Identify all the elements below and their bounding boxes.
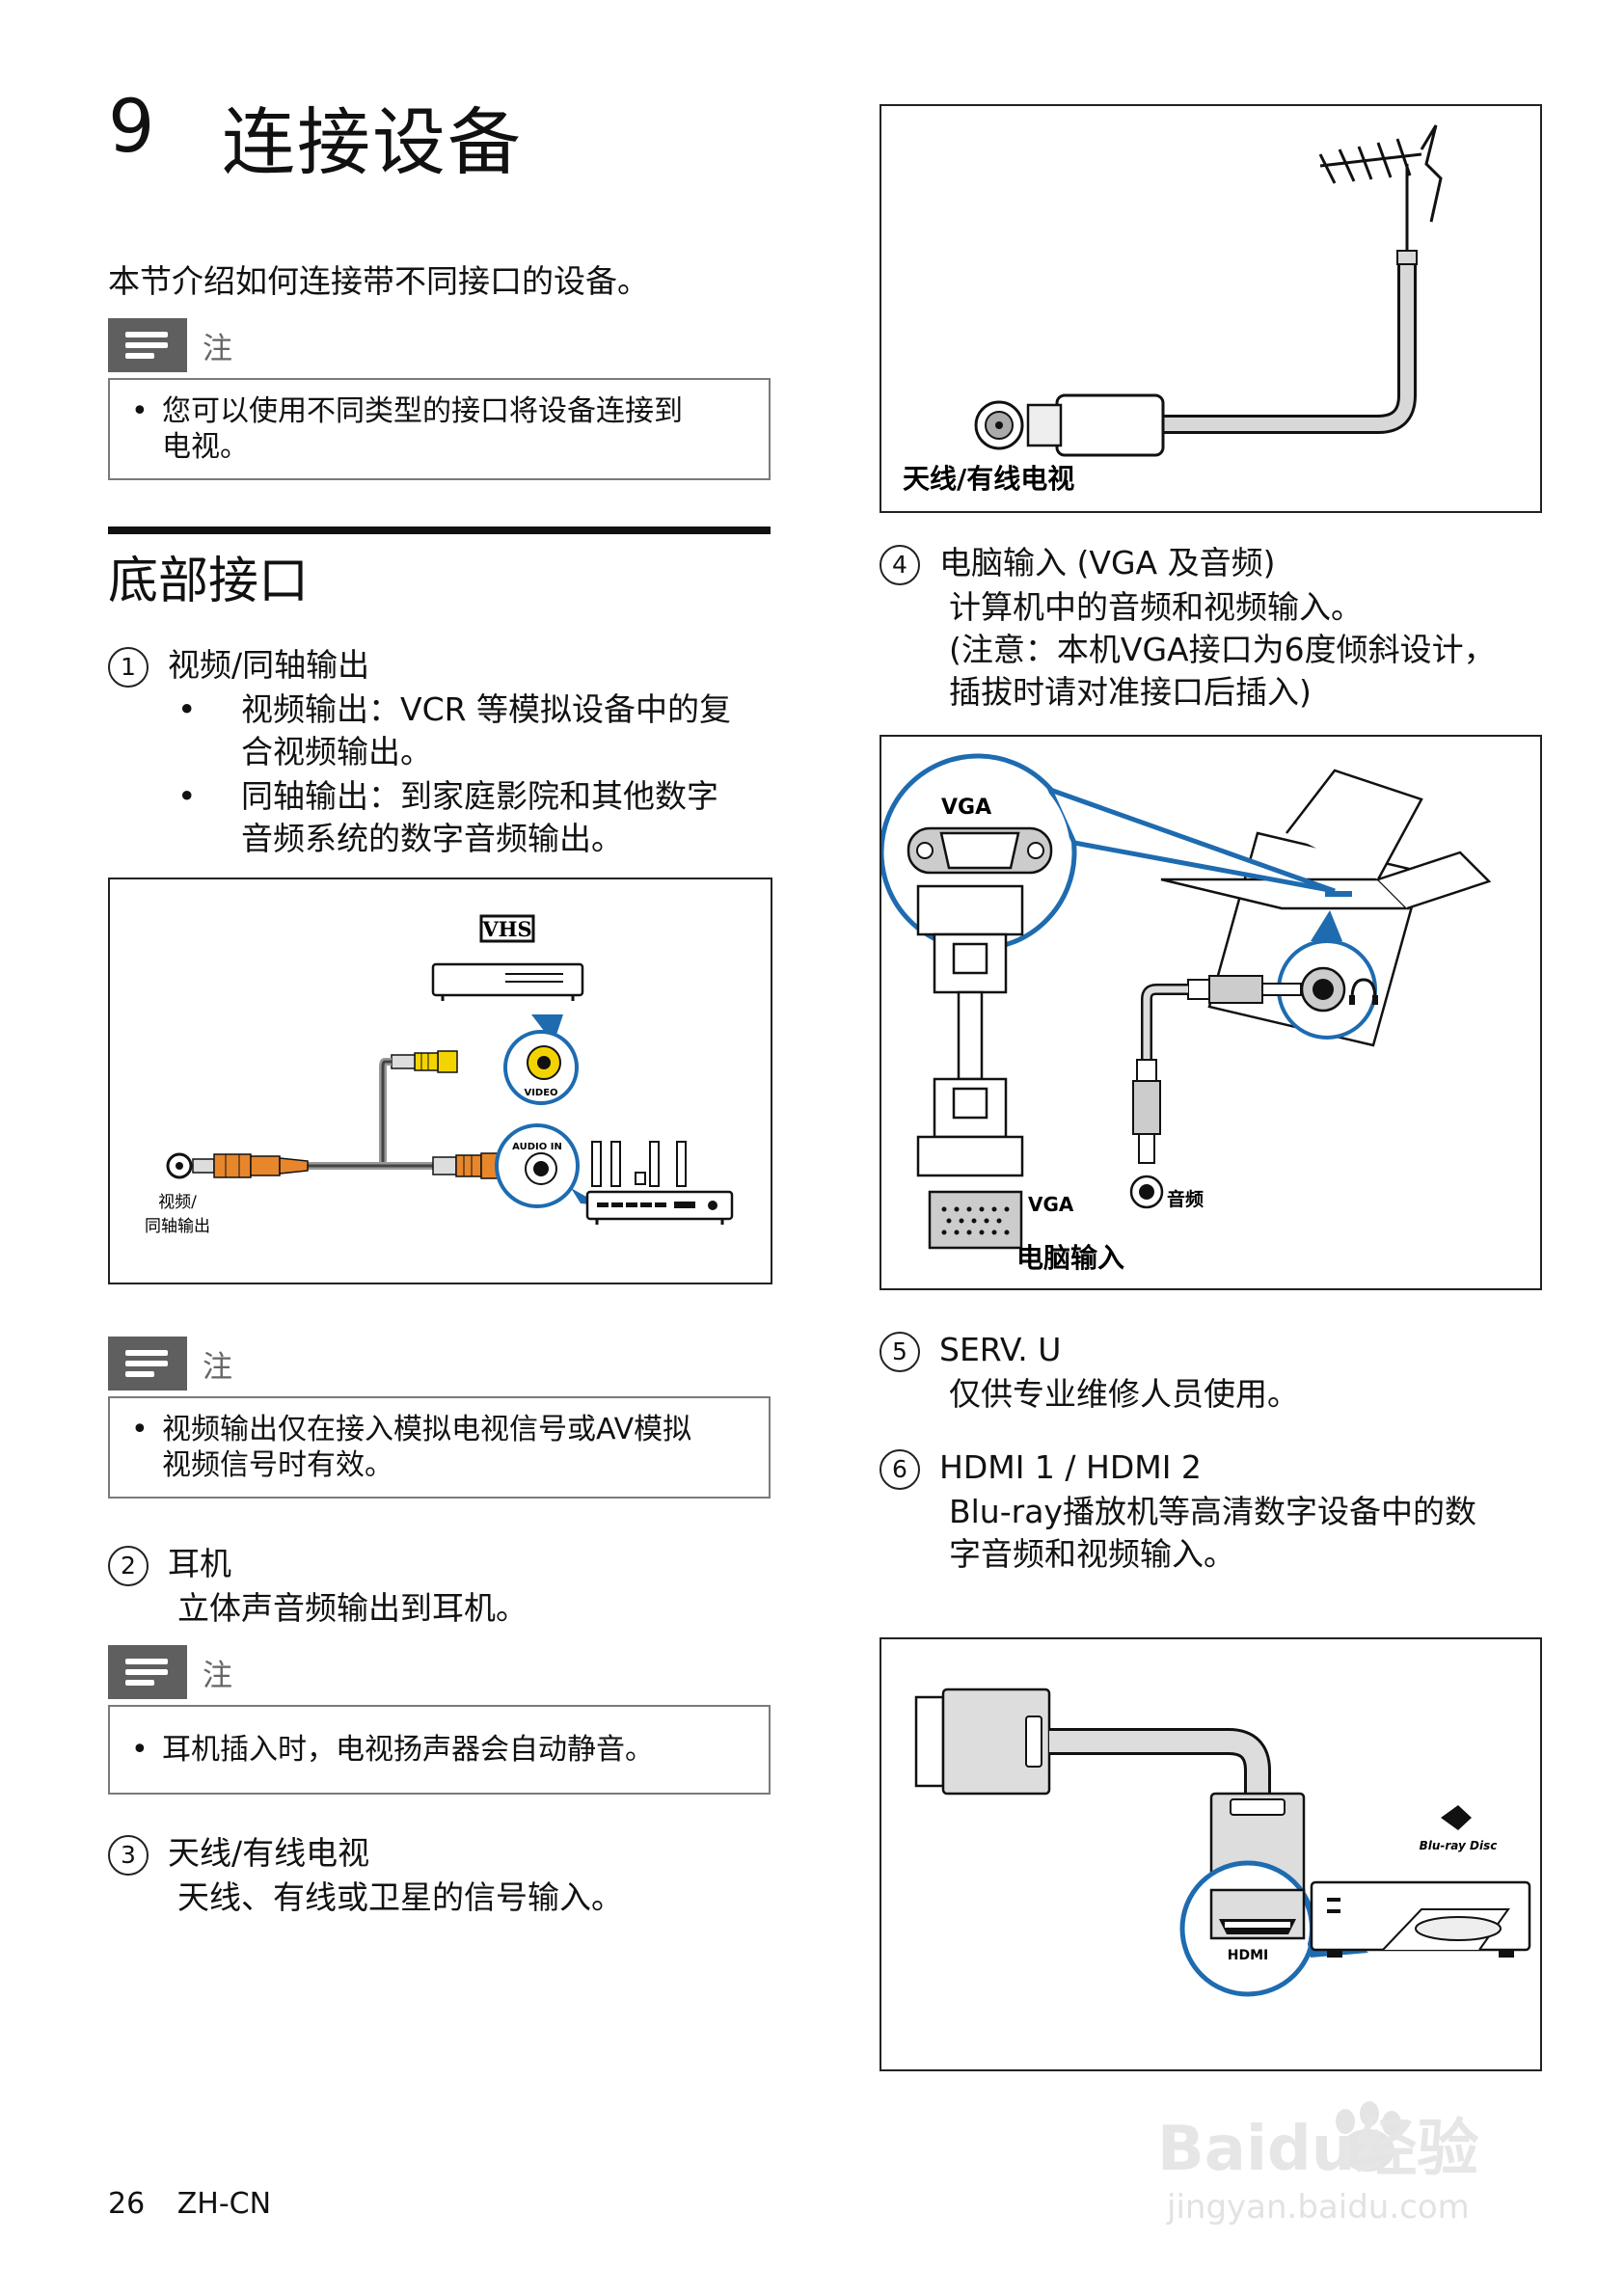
item-number: 2 xyxy=(108,1545,149,1586)
caption-line: 同轴输出 xyxy=(145,1217,210,1236)
note-box: • 耳机插入时，电视扬声器会自动静音。 xyxy=(108,1705,771,1795)
item-6-heading: 6 HDMI 1 / HDMI 2 xyxy=(880,1446,1202,1490)
item-4-line: (注意：本机VGA接口为6度倾斜设计， xyxy=(949,631,1496,668)
note-text-line: 视频信号时有效。 xyxy=(162,1448,393,1482)
bullet-line: 合视频输出。 xyxy=(241,733,432,770)
speakers-icon xyxy=(591,1141,687,1187)
note-text-line: 您可以使用不同类型的接口将设备连接到 xyxy=(162,394,683,428)
antenna-diagram: 天线/有线电视 xyxy=(903,124,1443,495)
note-icon xyxy=(108,1337,187,1391)
item-4-heading: 4 电脑输入 (VGA 及音频) xyxy=(880,542,1275,585)
note-box: • 视频输出仅在接入模拟电视信号或AV模拟 视频信号时有效。 xyxy=(108,1396,771,1499)
audio-label: 音频 xyxy=(1167,1188,1204,1210)
pc-input-diagram: VGA VGA xyxy=(879,753,1492,1274)
note-2: 注 • 视频输出仅在接入模拟电视信号或AV模拟 视频信号时有效。 xyxy=(108,1337,771,1499)
bullet-line: 音频系统的数字音频输出。 xyxy=(241,820,623,857)
bullet-dot: • xyxy=(131,394,149,428)
language-code: ZH-CN xyxy=(176,2187,272,2221)
vga-label-top: VGA xyxy=(941,796,991,820)
item-title: 天线/有线电视 xyxy=(168,1834,370,1872)
item-6-line: 字音频和视频输入。 xyxy=(949,1535,1235,1573)
note-1: 注 • 您可以使用不同类型的接口将设备连接到 电视。 xyxy=(108,318,771,480)
item-1-heading: 1 视频/同轴输出 xyxy=(108,644,369,688)
bullet-line: 视频输出：VCR 等模拟设备中的复 xyxy=(241,690,732,728)
note-label: 注 xyxy=(203,331,232,366)
section-divider xyxy=(108,527,771,534)
item-title: 电脑输入 (VGA 及音频) xyxy=(939,544,1276,581)
bullet-dot: • xyxy=(177,777,197,815)
item-2-heading: 2 耳机 xyxy=(108,1543,231,1586)
rf-plug-icon xyxy=(1055,393,1165,457)
figure-antenna: 天线/有线电视 xyxy=(880,104,1542,513)
item-5-heading: 5 SERV. U xyxy=(880,1329,1061,1372)
note-text-line: 视频输出仅在接入模拟电视信号或AV模拟 xyxy=(162,1413,692,1446)
hdmi-label: HDMI xyxy=(1228,1948,1268,1963)
hdmi-diagram: HDMI Blu-ray Disc xyxy=(914,1688,1531,1997)
note-label: 注 xyxy=(203,1658,232,1693)
note-icon xyxy=(108,1645,187,1699)
item-4-line: 计算机中的音频和视频输入。 xyxy=(949,588,1363,626)
headphone-icon xyxy=(1350,978,1377,1000)
watermark-url: jingyan.baidu.com xyxy=(1166,2188,1470,2227)
bullet-dot: • xyxy=(131,1413,149,1446)
item-3-heading: 3 天线/有线电视 xyxy=(108,1832,369,1876)
item-number: 3 xyxy=(108,1834,149,1876)
footer: 26 ZH-CN xyxy=(108,2187,271,2221)
note-label: 注 xyxy=(203,1349,232,1385)
item-5-desc: 仅供专业维修人员使用。 xyxy=(949,1375,1299,1413)
item-4-line: 插拔时请对准接口后插入) xyxy=(949,673,1312,711)
pc-caption: 电脑输入 xyxy=(1016,1242,1124,1274)
hdmi-plug-top-icon xyxy=(914,1695,945,1788)
item-2-desc: 立体声音频输出到耳机。 xyxy=(177,1589,528,1627)
intro-text: 本节介绍如何连接带不同接口的设备。 xyxy=(108,262,649,300)
vcr-icon xyxy=(431,962,584,997)
item-title: HDMI 1 / HDMI 2 xyxy=(939,1448,1202,1486)
audio-in-label: AUDIO IN xyxy=(512,1142,562,1152)
item-title: 耳机 xyxy=(168,1545,231,1582)
bullet-dot: • xyxy=(177,690,197,728)
item-title: 视频/同轴输出 xyxy=(168,646,370,684)
antenna-icon xyxy=(1318,124,1443,251)
item-3-desc: 天线、有线或卫星的信号输入。 xyxy=(177,1878,623,1916)
figure-video-coax: VHS VIDEO xyxy=(108,878,772,1284)
vga-label-bottom: VGA xyxy=(1028,1193,1074,1216)
item-6-line: Blu-ray播放机等高清数字设备中的数 xyxy=(949,1493,1476,1530)
video-coax-diagram: VHS VIDEO xyxy=(145,914,734,1236)
baidu-watermark: Baidu经验 jingyan.baidu.com xyxy=(1157,2093,1543,2237)
vhs-logo-box xyxy=(479,914,535,943)
watermark-brand: Baidu经验 xyxy=(1157,2114,1478,2185)
caption-line: 视频/ xyxy=(158,1193,197,1212)
item-number: 5 xyxy=(880,1331,920,1372)
item-number: 1 xyxy=(108,646,149,688)
baidu-paw-icon: Baidu经验 jingyan.baidu.com xyxy=(1157,2101,1478,2227)
note-text-line: 电视。 xyxy=(162,430,249,464)
chapter-title: 连接设备 xyxy=(222,99,523,185)
page-number: 26 xyxy=(108,2187,146,2221)
note-3: 注 • 耳机插入时，电视扬声器会自动静音。 xyxy=(108,1645,771,1795)
bullet-line: 同轴输出：到家庭影院和其他数字 xyxy=(241,777,718,815)
note-box: • 您可以使用不同类型的接口将设备连接到 电视。 xyxy=(108,378,771,480)
antenna-caption: 天线/有线电视 xyxy=(903,463,1074,495)
bluray-label: Blu-ray Disc xyxy=(1420,1839,1498,1852)
item-number: 4 xyxy=(880,544,920,585)
figure-pc-input: VGA VGA xyxy=(879,735,1542,1290)
bullet-dot: • xyxy=(131,1733,149,1767)
figure-hdmi: HDMI Blu-ray Disc xyxy=(880,1637,1542,2071)
bluray-logo-icon xyxy=(1441,1805,1472,1830)
note-text-line: 耳机插入时，电视扬声器会自动静音。 xyxy=(162,1733,654,1767)
item-title: SERV. U xyxy=(939,1331,1062,1368)
item-number: 6 xyxy=(880,1448,920,1490)
video-label: VIDEO xyxy=(524,1088,557,1098)
note-icon xyxy=(108,318,187,372)
section-title: 底部接口 xyxy=(108,553,310,610)
chapter-number: 9 xyxy=(108,83,155,169)
vhs-logo-text: VHS xyxy=(481,917,531,941)
